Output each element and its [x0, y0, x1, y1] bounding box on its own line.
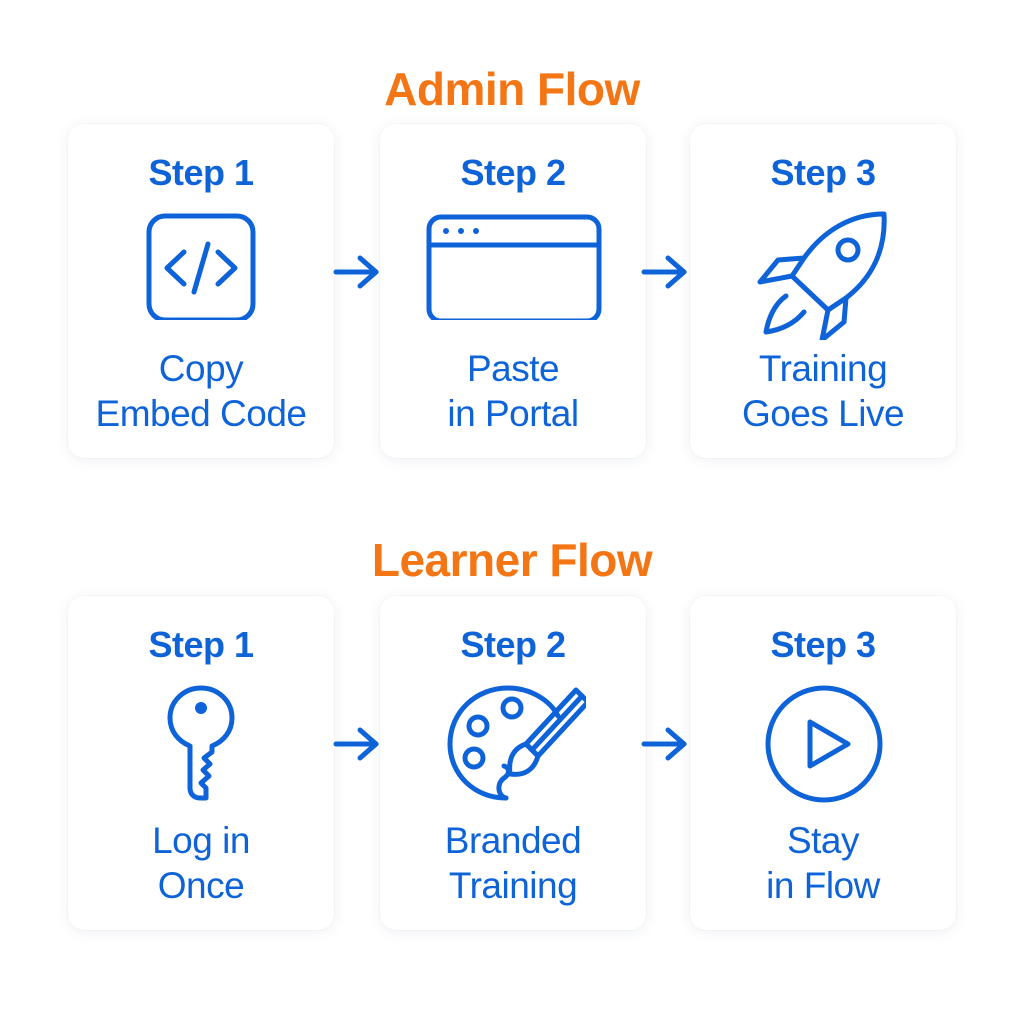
step-caption: Training Goes Live: [741, 348, 905, 434]
admin-flow-title: Admin Flow: [384, 63, 640, 115]
learner-step-3-card: Step 3 Stay in Flow: [690, 596, 956, 930]
step-caption: Branded Training: [444, 820, 582, 906]
learner-flow-row: Step 1 Log in Once Step 2: [0, 596, 1024, 930]
step-label: Step 2: [460, 624, 566, 665]
step-caption: Log in Once: [152, 820, 250, 906]
step-label: Step 2: [460, 152, 566, 193]
palette-icon: [446, 684, 586, 804]
arrow-right-icon: [640, 724, 690, 764]
admin-step-3-card: Step 3 Training Goes Live: [690, 124, 956, 458]
admin-step-2-card: Step 2 Paste in Portal: [380, 124, 646, 458]
step-label: Step 1: [148, 624, 254, 665]
admin-flow-row: Step 1 Copy Embed Code Step 2: [0, 124, 1024, 458]
play-icon: [764, 684, 884, 804]
arrow-right-icon: [332, 252, 382, 292]
learner-flow-title: Learner Flow: [371, 534, 653, 586]
arrow-right-icon: [332, 724, 382, 764]
step-caption: Copy Embed Code: [95, 348, 307, 434]
learner-step-1-card: Step 1 Log in Once: [68, 596, 334, 930]
step-label: Step 1: [148, 152, 254, 193]
key-icon: [166, 684, 236, 802]
code-icon: [146, 210, 256, 320]
step-label: Step 3: [770, 624, 876, 665]
admin-step-1-card: Step 1 Copy Embed Code: [68, 124, 334, 458]
rocket-icon: [752, 210, 892, 340]
learner-step-2-card: Step 2 Branded Training: [380, 596, 646, 930]
arrow-right-icon: [640, 252, 690, 292]
step-caption: Stay in Flow: [766, 820, 880, 906]
step-caption: Paste in Portal: [447, 348, 579, 434]
step-label: Step 3: [770, 152, 876, 193]
browser-window-icon: [426, 210, 602, 320]
